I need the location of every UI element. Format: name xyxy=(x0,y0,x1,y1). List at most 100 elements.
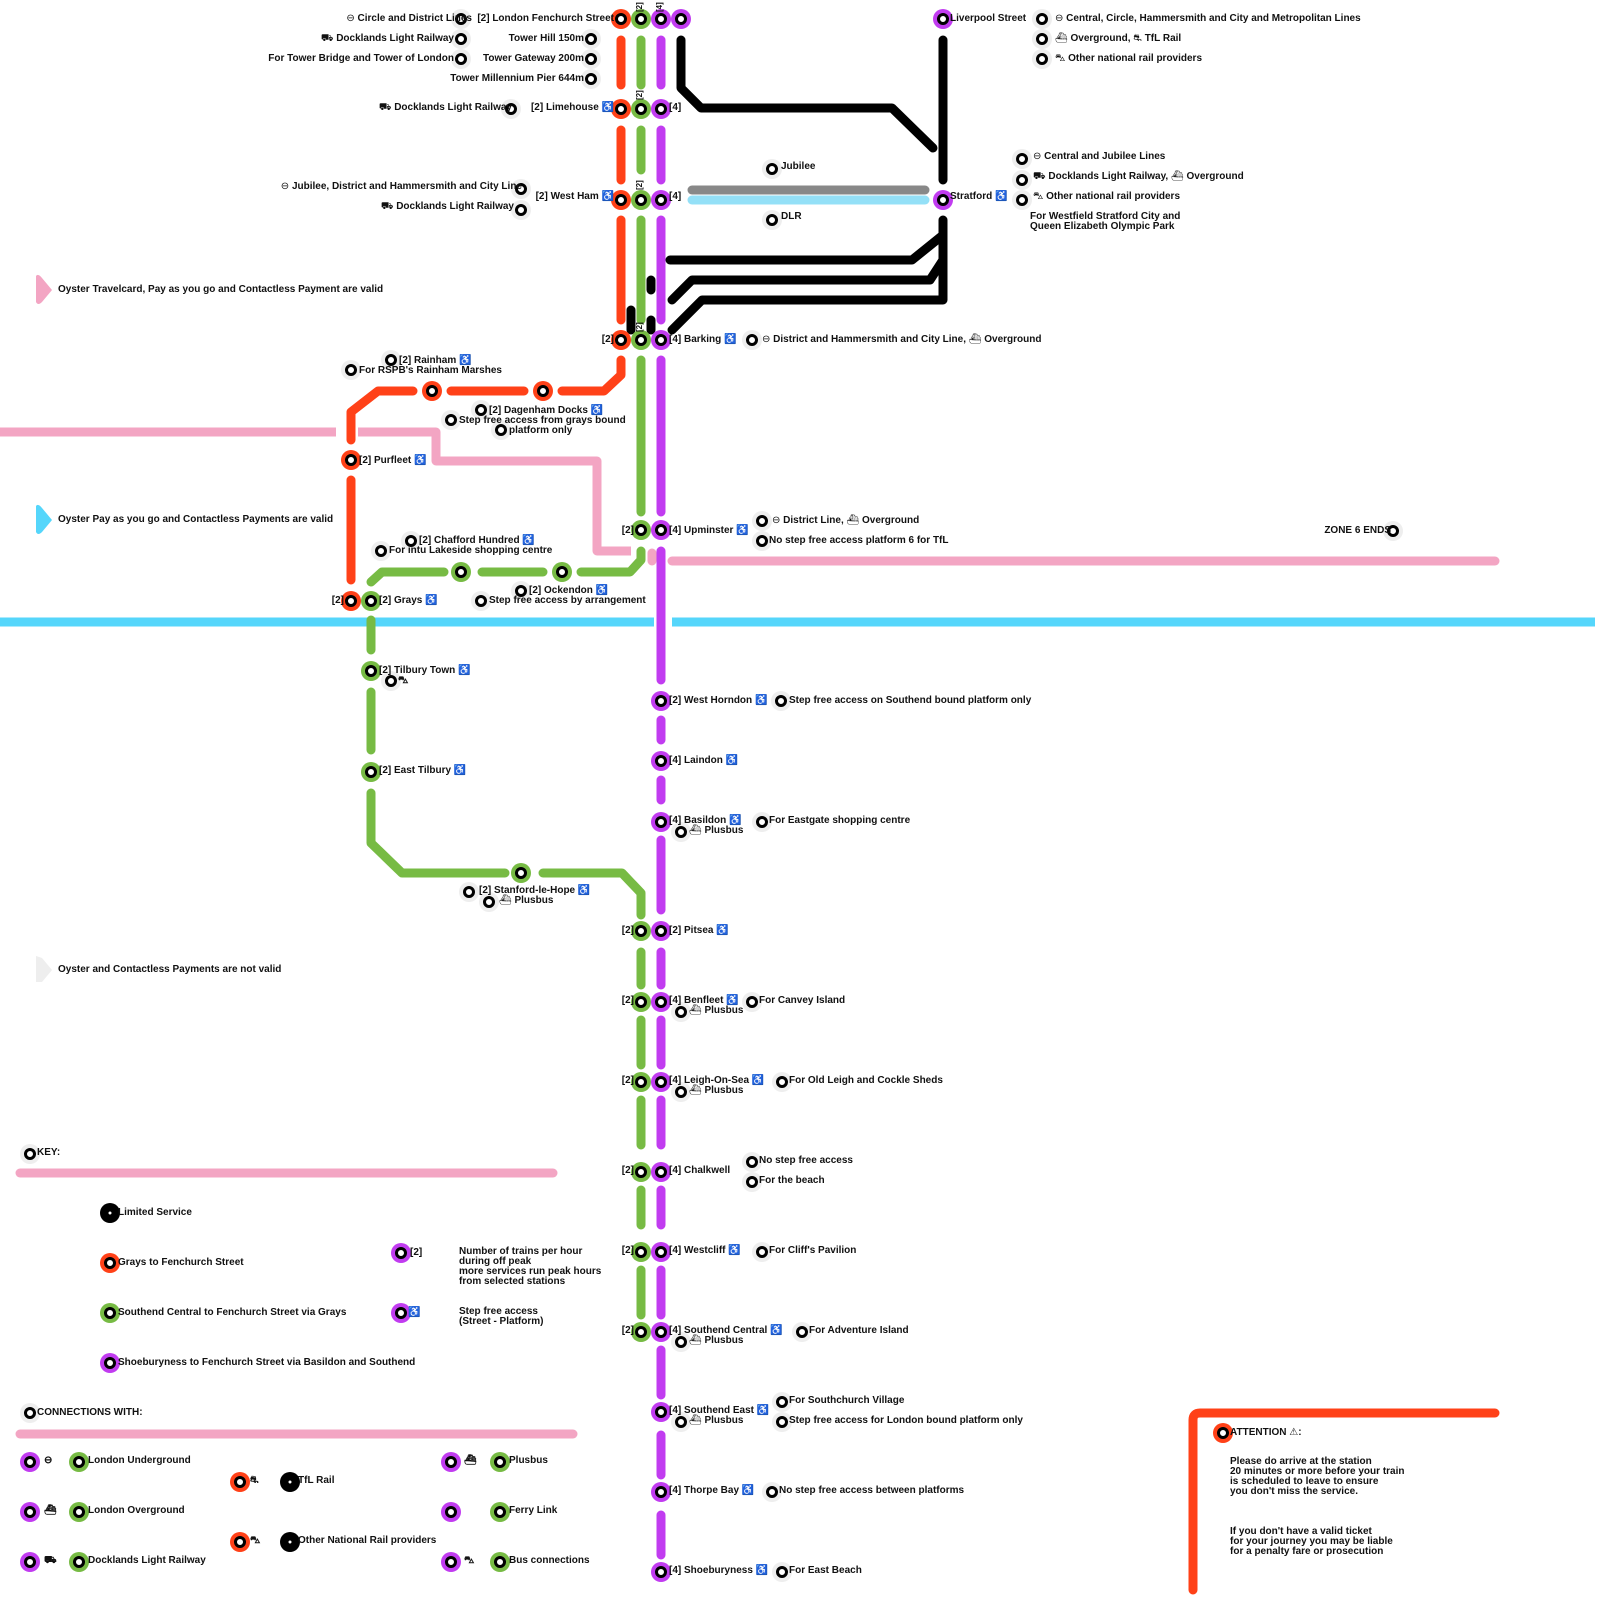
conn-marker[interactable] xyxy=(280,1472,300,1492)
station-stratford[interactable]: Stratford ♿ xyxy=(950,191,1008,202)
station-liverpool-street-marker[interactable] xyxy=(933,9,953,29)
conn-marker[interactable] xyxy=(20,1452,40,1472)
station-marker[interactable] xyxy=(361,661,381,681)
station-basildon[interactable]: [4] Basildon ♿ xyxy=(669,815,742,826)
station-pitsea[interactable]: [2] Pitsea ♿ xyxy=(669,925,729,936)
station-marker[interactable] xyxy=(451,562,471,582)
conn-marker[interactable] xyxy=(441,1452,461,1472)
station-marker[interactable] xyxy=(341,591,361,611)
station-limehouse-shoebury[interactable] xyxy=(651,99,671,119)
station-grays[interactable]: [2] Grays ♿ xyxy=(379,595,438,606)
station-marker[interactable] xyxy=(651,520,671,540)
station-marker[interactable] xyxy=(552,562,572,582)
station-barking-grays[interactable] xyxy=(611,330,631,350)
station-thorpe-bay[interactable]: [4] Thorpe Bay ♿ xyxy=(669,1485,755,1496)
station-marker[interactable] xyxy=(631,1162,651,1182)
station-shoeburyness[interactable]: [4] Shoeburyness ♿ xyxy=(669,1565,769,1576)
station-marker[interactable] xyxy=(631,992,651,1012)
station-marker[interactable] xyxy=(651,812,671,832)
station-westham-shoebury[interactable] xyxy=(651,190,671,210)
station-marker[interactable] xyxy=(341,450,361,470)
note-westcliff: For Cliff's Pavilion xyxy=(769,1245,857,1256)
station-rainham[interactable]: [2] Rainham ♿ xyxy=(399,355,472,366)
key-marker-shoebury[interactable] xyxy=(100,1353,120,1373)
conn-marker[interactable] xyxy=(441,1552,461,1572)
key-marker-limited[interactable] xyxy=(100,1203,120,1223)
station-chafford-hundred[interactable]: [2] Chafford Hundred ♿ xyxy=(419,535,535,546)
station-marker[interactable] xyxy=(631,1322,651,1342)
station-westham-southend[interactable] xyxy=(631,190,651,210)
station-upminster[interactable]: [4] Upminster ♿ xyxy=(669,525,749,536)
conn-marker[interactable] xyxy=(230,1472,250,1492)
station-westham-grays[interactable] xyxy=(611,190,631,210)
station-east-tilbury[interactable]: [2] East Tilbury ♿ xyxy=(379,765,467,776)
station-marker[interactable] xyxy=(651,921,671,941)
conn-marker[interactable] xyxy=(490,1452,510,1472)
station-barking-southend[interactable] xyxy=(631,330,651,350)
station-marker[interactable] xyxy=(533,381,553,401)
station-southend-central[interactable]: [4] Southend Central ♿ xyxy=(669,1325,783,1336)
key-marker-grays[interactable] xyxy=(100,1253,120,1273)
station-west-horndon[interactable]: [2] West Horndon ♿ xyxy=(669,695,768,706)
station-marker[interactable] xyxy=(631,520,651,540)
conn-marker[interactable] xyxy=(69,1552,89,1572)
station-marker[interactable] xyxy=(631,921,651,941)
note-limehouse-dlr: ⛟ Docklands Light Railway xyxy=(378,102,512,113)
station-stratford-marker[interactable] xyxy=(933,190,953,210)
attention-penalty-fare: If you don't have a valid ticket for you… xyxy=(1230,1526,1393,1557)
station-marker[interactable] xyxy=(651,691,671,711)
station-marker[interactable] xyxy=(651,1402,671,1422)
station-marker[interactable] xyxy=(651,992,671,1012)
conn-marker[interactable] xyxy=(69,1502,89,1522)
station-southend-east[interactable]: [4] Southend East ♿ xyxy=(669,1405,770,1416)
station-marker[interactable] xyxy=(511,863,531,883)
station-benfleet[interactable]: [4] Benfleet ♿ xyxy=(669,995,739,1006)
station-marker[interactable] xyxy=(361,591,381,611)
station-leigh-on-sea[interactable]: [4] Leigh-On-Sea ♿ xyxy=(669,1075,765,1086)
station-fenchurch-grays[interactable] xyxy=(611,9,631,29)
station-marker[interactable] xyxy=(422,381,442,401)
station-laindon[interactable]: [4] Laindon ♿ xyxy=(669,755,739,766)
station-limehouse[interactable]: [2] Limehouse ♿ xyxy=(530,102,614,113)
station-marker[interactable] xyxy=(631,1072,651,1092)
station-fenchurch[interactable]: [2] London Fenchurch Street xyxy=(477,13,614,24)
tfl-rail-icon: ⛐ xyxy=(250,1475,259,1486)
station-west-ham[interactable]: [2] West Ham ♿ xyxy=(535,191,614,202)
station-barking-shoebury[interactable] xyxy=(651,330,671,350)
station-barking[interactable]: [4] Barking ♿ xyxy=(669,334,737,345)
station-chalkwell[interactable]: [4] Chalkwell xyxy=(669,1165,731,1176)
station-limehouse-southend[interactable] xyxy=(631,99,651,119)
key-marker-southend[interactable] xyxy=(100,1303,120,1323)
station-marker[interactable] xyxy=(651,1322,671,1342)
key-marker-stepfree[interactable] xyxy=(391,1303,411,1323)
conn-marker[interactable] xyxy=(490,1552,510,1572)
conn-marker[interactable] xyxy=(441,1502,461,1522)
station-liverpool-street[interactable]: Liverpool Street xyxy=(950,13,1027,24)
station-marker[interactable] xyxy=(1213,1423,1233,1443)
station-marker[interactable] xyxy=(651,1242,671,1262)
station-marker[interactable] xyxy=(651,751,671,771)
station-marker[interactable] xyxy=(651,1072,671,1092)
station-limehouse-grays[interactable] xyxy=(611,99,631,119)
key-marker-freq[interactable] xyxy=(391,1243,411,1263)
station-purfleet[interactable]: [2] Purfleet ♿ xyxy=(359,455,427,466)
conn-marker[interactable] xyxy=(69,1452,89,1472)
station-marker[interactable] xyxy=(361,762,381,782)
station-dagenham-docks[interactable]: [2] Dagenham Docks ♿ xyxy=(489,405,604,416)
conn-marker[interactable] xyxy=(20,1502,40,1522)
conn-marker[interactable] xyxy=(230,1532,250,1552)
station-fenchurch-extra[interactable] xyxy=(671,9,691,29)
station-marker[interactable] xyxy=(651,1482,671,1502)
conn-marker[interactable] xyxy=(280,1532,300,1552)
conn-marker[interactable] xyxy=(490,1502,510,1522)
station-westcliff[interactable]: [4] Westcliff ♿ xyxy=(669,1245,741,1256)
station-marker[interactable] xyxy=(631,1242,651,1262)
conn-marker[interactable] xyxy=(20,1552,40,1572)
station-fenchurch-southend[interactable] xyxy=(631,9,651,29)
station-fenchurch-shoebury[interactable] xyxy=(651,9,671,29)
station-marker[interactable] xyxy=(651,1162,671,1182)
station-stanford-le-hope[interactable]: [2] Stanford-le-Hope ♿ xyxy=(479,885,591,896)
station-marker[interactable] xyxy=(651,1562,671,1582)
station-tilbury-town[interactable]: [2] Tilbury Town ♿ xyxy=(379,665,471,676)
station-ockendon[interactable]: [2] Ockendon ♿ xyxy=(529,585,609,596)
